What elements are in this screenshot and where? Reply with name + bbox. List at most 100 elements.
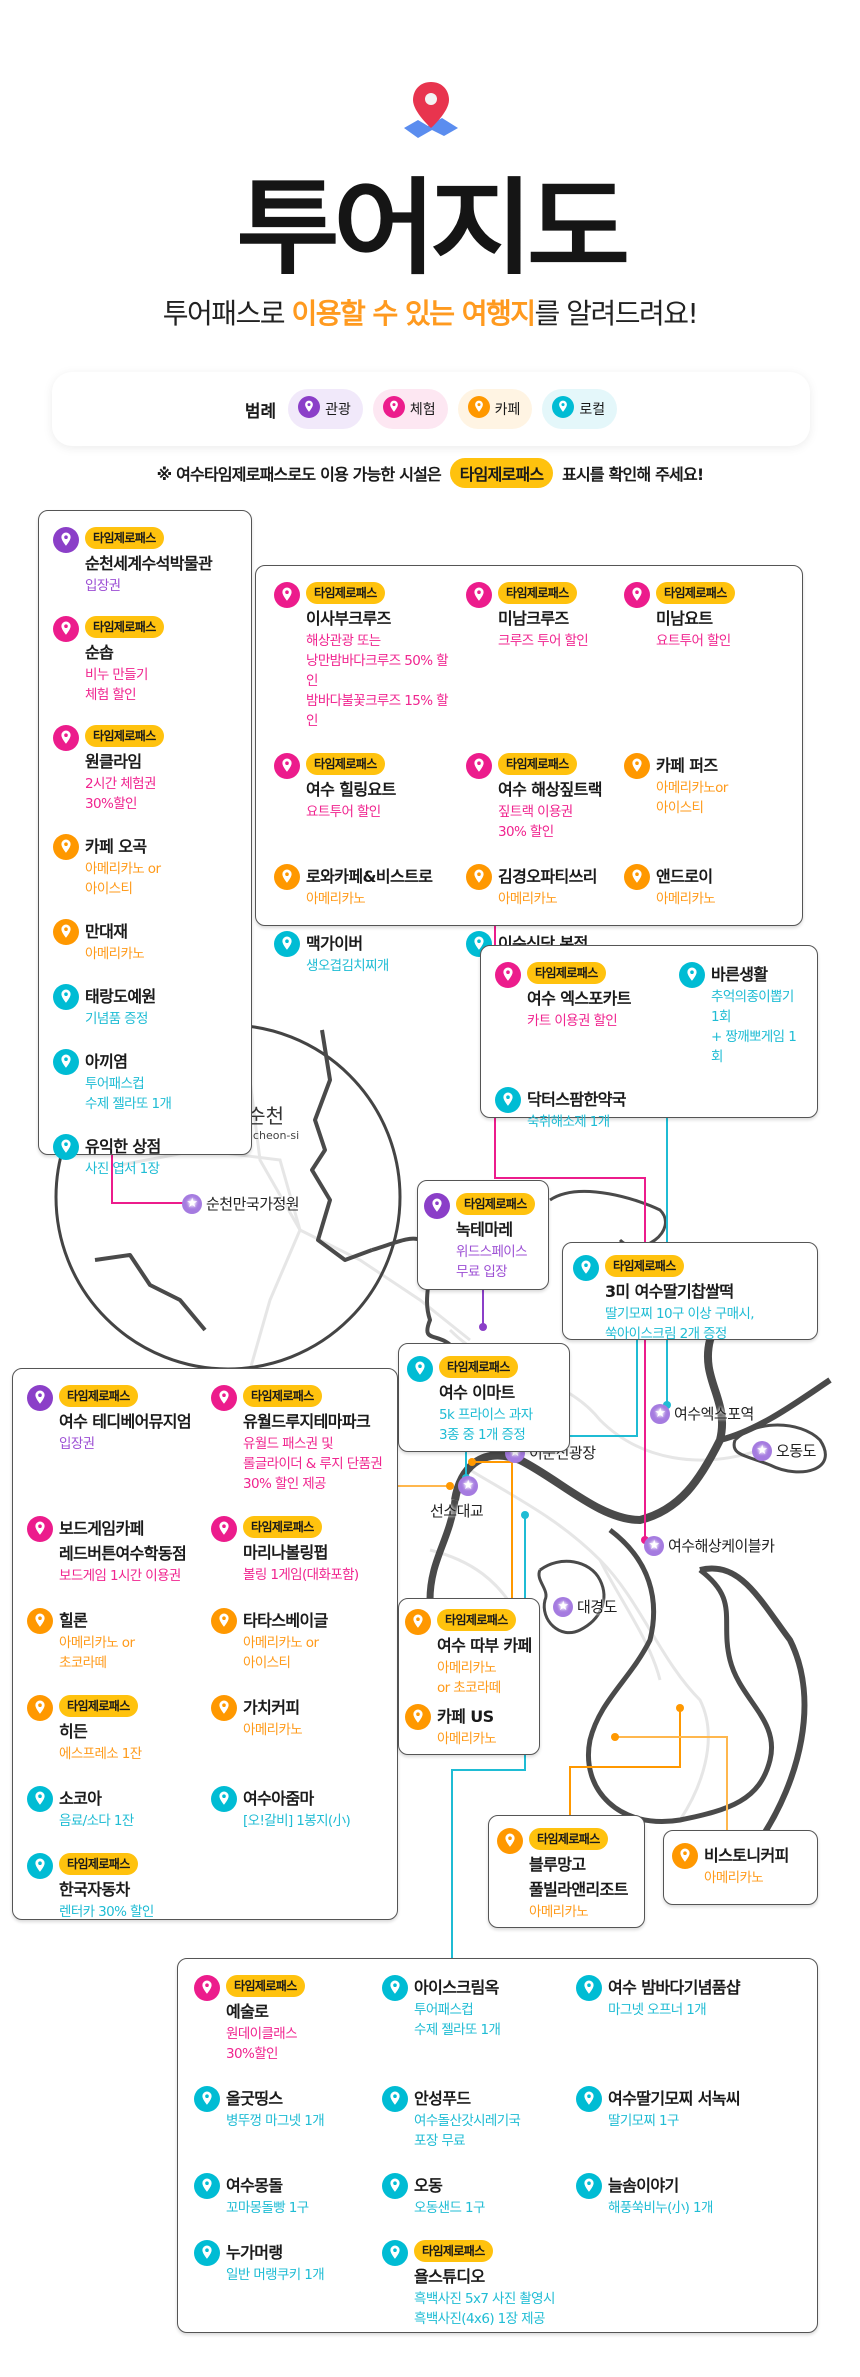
timezero-badge: 타임제로패스 xyxy=(306,582,385,604)
local-pin-icon xyxy=(576,2173,602,2199)
exp-pin-icon xyxy=(53,725,79,751)
exp-pin-icon xyxy=(466,582,492,608)
landmark-label: 순천만국가정원 xyxy=(206,1195,300,1213)
place-benefit: 초코라떼 xyxy=(59,1655,107,1671)
place-item[interactable]: 여수아줌마[오!갈비] 1봉지(小) xyxy=(211,1786,385,1831)
place-benefit: 5k 프라이스 과자 xyxy=(439,1407,533,1423)
notice: ※ 여수타임제로패스로도 이용 가능한 시설은 타임제로패스 표시를 확인해 주… xyxy=(0,458,860,488)
landmark-sunso-bridge[interactable]: ★ xyxy=(458,1476,478,1496)
place-name: 앤드로이 xyxy=(656,867,713,886)
cafe-pin-icon xyxy=(466,864,492,890)
landmark-daegyeongdo[interactable]: ★대경도 xyxy=(553,1596,617,1617)
cafe-pin-icon xyxy=(211,1695,237,1721)
landmark-label: 여수엑스포역 xyxy=(674,1405,754,1423)
local-pin-icon xyxy=(495,1087,521,1113)
landmark-cable-car[interactable]: ★여수해상케이블카 xyxy=(644,1535,775,1556)
place-name: 타타스베이글 xyxy=(243,1611,328,1630)
local-pin-icon xyxy=(194,2086,220,2112)
timezero-badge: 타임제로패스 xyxy=(498,582,577,604)
cafe-pin-icon xyxy=(405,1704,431,1730)
timezero-badge: 타임제로패스 xyxy=(85,527,164,549)
place-benefit: 해상관광 또는 xyxy=(306,633,381,649)
landmark-expo-station[interactable]: ★여수엑스포역 xyxy=(650,1403,754,1424)
landmark-odongdo[interactable]: ★오동도 xyxy=(752,1440,816,1461)
page-title: 투어지도 xyxy=(236,167,630,289)
place-benefit: 보드게임 1시간 이용권 xyxy=(59,1568,181,1584)
timezero-badge: 타임제로패스 xyxy=(59,1385,138,1407)
tour-pin-icon xyxy=(53,527,79,553)
tour-pin-icon xyxy=(27,1385,53,1411)
place-benefit: 렌터카 30% 할인 xyxy=(59,1904,154,1920)
place-benefit: 요트투어 할인 xyxy=(306,804,381,820)
local-pin-icon xyxy=(27,1853,53,1879)
place-name: 유월드루지테마파크 xyxy=(243,1412,371,1431)
place-benefit: 아이스티 xyxy=(243,1655,291,1671)
cafe-pin-icon xyxy=(211,1608,237,1634)
place-name: 누가머랭 xyxy=(226,2243,283,2262)
place-benefit: 30% 할인 xyxy=(498,824,554,840)
place-name: 아이스크림옥 xyxy=(414,1978,499,1997)
landmark-suncheonman[interactable]: ★순천만국가정원 xyxy=(182,1193,300,1214)
place-benefit: 에스프레소 1잔 xyxy=(59,1746,142,1762)
place-benefit: 30%할인 xyxy=(85,796,137,812)
star-icon: ★ xyxy=(553,1596,573,1617)
landmark-sunso-bridge-label: 선소대교 xyxy=(430,1500,484,1521)
place-benefit: 30% 할인 제공 xyxy=(243,1476,326,1492)
cafe-pin-icon xyxy=(53,919,79,945)
place-name: 여수 엑스포카트 xyxy=(527,989,631,1008)
place-name: 유익한 상점 xyxy=(85,1137,161,1156)
local-pin-icon xyxy=(53,984,79,1010)
